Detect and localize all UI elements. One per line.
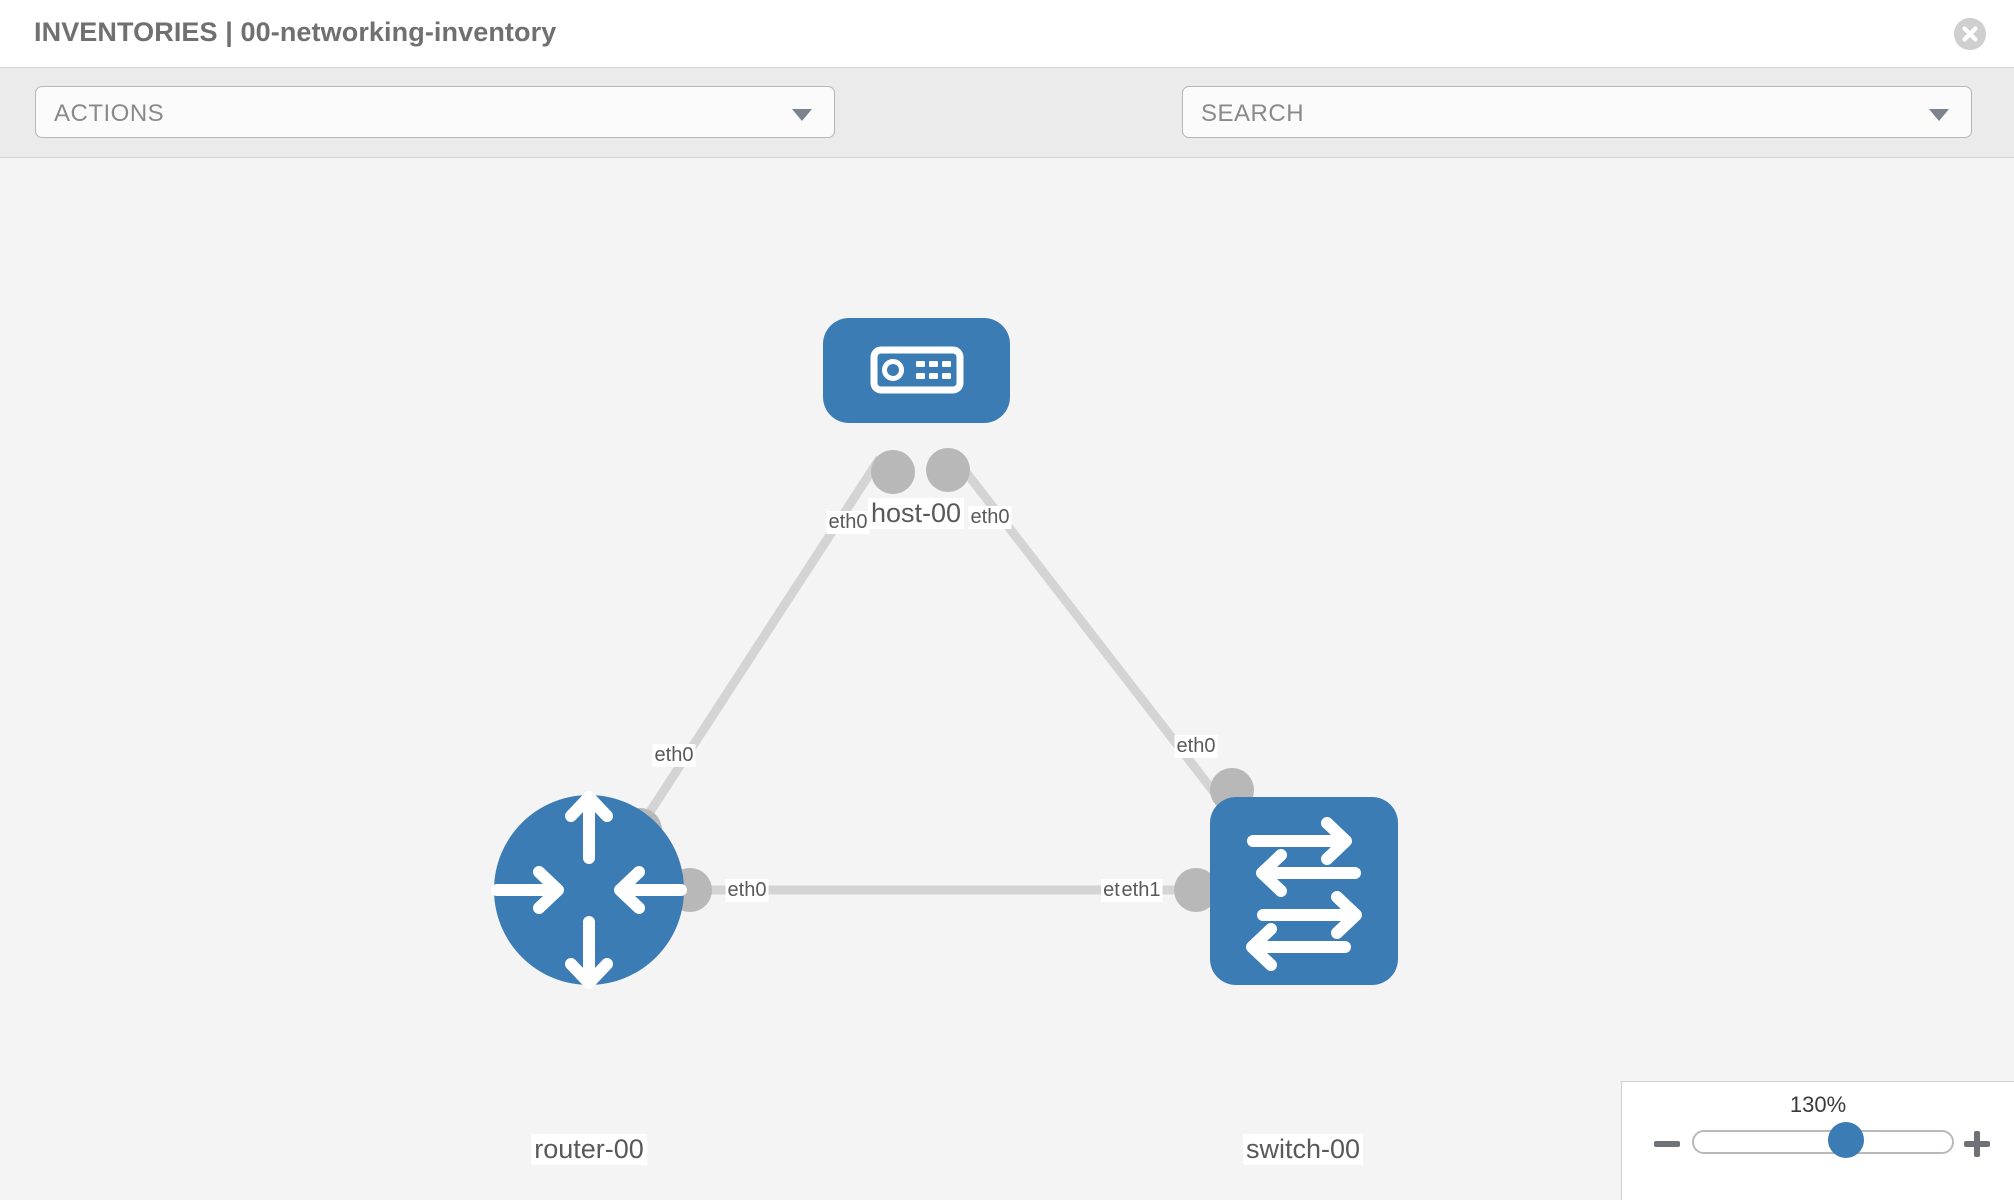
- zoom-in-button[interactable]: [1964, 1131, 1990, 1157]
- iface-label-router-up: eth0: [652, 744, 696, 767]
- zoom-out-button[interactable]: [1654, 1131, 1680, 1157]
- close-button[interactable]: [1954, 18, 1986, 50]
- zoom-slider-track[interactable]: [1692, 1130, 1954, 1154]
- actions-dropdown-label: ACTIONS: [54, 100, 165, 127]
- connector-host-left: [871, 450, 915, 494]
- node-host-00[interactable]: [823, 318, 1010, 423]
- toolbar: ACTIONS SEARCH: [0, 68, 2014, 197]
- connector-switch-left: [1174, 868, 1218, 912]
- server-icon: [870, 346, 964, 394]
- iface-label-router-right: eth0: [725, 879, 769, 902]
- node-switch-00[interactable]: [1210, 797, 1398, 985]
- switch-arrows-icon: [1246, 817, 1362, 971]
- node-router-00[interactable]: [491, 791, 687, 989]
- iface-label-host-right: eth0: [968, 506, 1012, 529]
- zoom-slider-thumb[interactable]: [1827, 1122, 1864, 1158]
- page-header: INVENTORIES | 00-networking-inventory: [0, 0, 2014, 68]
- zoom-control: 130%: [1621, 1081, 2014, 1200]
- iface-label-switch-left: eth1: [1119, 879, 1163, 902]
- close-icon: [1954, 18, 1986, 50]
- plus-icon-v: [1974, 1131, 1980, 1157]
- node-label-host: host-00: [867, 498, 965, 529]
- chevron-down-icon: [1929, 109, 1949, 121]
- iface-label-host-left: eth0: [826, 511, 870, 534]
- connector-host-right: [926, 448, 970, 492]
- search-placeholder: SEARCH: [1201, 100, 1305, 127]
- iface-label-switch-up: eth0: [1174, 735, 1218, 758]
- chevron-down-icon: [792, 109, 812, 121]
- router-arrows-icon: [491, 791, 687, 989]
- node-label-switch: switch-00: [1242, 1134, 1364, 1165]
- page-title: INVENTORIES | 00-networking-inventory: [34, 17, 557, 47]
- search-input[interactable]: SEARCH: [1182, 86, 1972, 138]
- topology-canvas[interactable]: host-00 router-00 switch-00 eth0 eth0 et…: [0, 158, 2014, 1200]
- minus-icon: [1654, 1141, 1680, 1147]
- topology-graph: [491, 318, 1398, 989]
- zoom-percent-label: 130%: [1789, 1092, 1847, 1117]
- actions-dropdown[interactable]: ACTIONS: [35, 86, 835, 138]
- node-label-router: router-00: [531, 1134, 647, 1165]
